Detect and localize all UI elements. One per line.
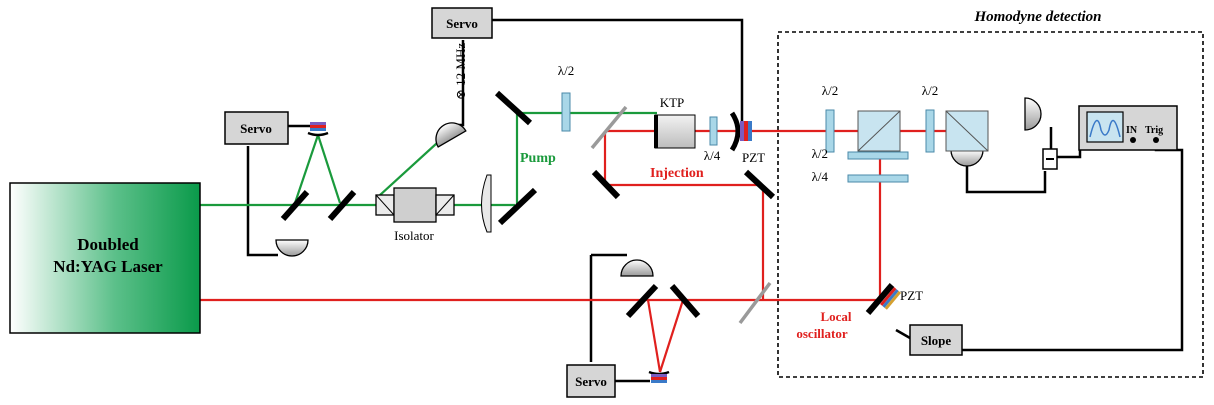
half-wave-label: λ/2 <box>812 146 828 161</box>
local-oscillator-label-2: oscillator <box>796 326 847 341</box>
pbs-cube <box>945 110 989 152</box>
scope-in-label: IN <box>1126 125 1138 136</box>
output-coupler <box>729 111 752 152</box>
servo-label: Servo <box>240 121 272 136</box>
pzt-element-left <box>307 122 329 137</box>
isolator <box>375 187 455 223</box>
servo-box-top: Servo <box>431 7 493 39</box>
half-wave-plate <box>825 109 835 153</box>
homodyne-title: Homodyne detection <box>973 9 1101 25</box>
scope-trig-label: Trig <box>1145 125 1163 136</box>
slope-box: Slope <box>909 324 963 356</box>
modulation-frequency-label: ⊗ 12 MHz <box>453 43 468 100</box>
mirror <box>625 283 659 319</box>
pzt-element-bottom <box>648 370 670 383</box>
half-wave-plate <box>561 92 571 132</box>
mirror <box>669 284 701 318</box>
quarter-wave-plate <box>847 174 909 183</box>
pbs-cube <box>857 110 901 152</box>
oscilloscope <box>1078 105 1178 151</box>
detector <box>950 149 984 167</box>
pzt-label-lo: PZT <box>900 288 923 303</box>
mirror <box>497 187 538 226</box>
half-wave-label: λ/2 <box>922 83 938 98</box>
servo-box-bottom: Servo <box>566 364 616 398</box>
mirror <box>743 169 776 200</box>
detectors <box>275 97 1042 277</box>
detector <box>620 259 654 277</box>
detector <box>1024 97 1042 131</box>
pbs-cubes <box>857 110 989 152</box>
ktp-label: KTP <box>660 95 685 110</box>
half-wave-plate <box>925 109 935 153</box>
beam-splitter <box>590 105 628 150</box>
red-beams <box>200 129 975 373</box>
injection-label: Injection <box>650 166 704 181</box>
waveplates <box>561 92 935 183</box>
slope-label: Slope <box>921 333 952 348</box>
servo-box-left: Servo <box>224 111 289 145</box>
servo-label: Servo <box>446 16 478 31</box>
mirror <box>591 169 621 200</box>
isolator-label: Isolator <box>394 228 434 243</box>
servo-label: Servo <box>575 374 607 389</box>
quarter-wave-label: λ/4 <box>704 148 721 163</box>
mirrors <box>280 90 895 319</box>
green-beams <box>200 111 657 210</box>
mirror <box>327 190 357 221</box>
detector <box>435 122 467 148</box>
quarter-wave-plate <box>709 116 718 146</box>
mirror <box>280 190 310 221</box>
beam-splitters <box>590 105 772 325</box>
beam-splitter <box>738 281 772 325</box>
homodyne-box <box>777 31 1204 378</box>
laser-label-line1: Doubled <box>77 235 139 254</box>
laser-box <box>9 182 201 334</box>
lens <box>481 174 492 233</box>
local-oscillator-label-1: Local <box>820 309 851 324</box>
mirror <box>494 90 533 126</box>
half-wave-plate <box>847 151 909 160</box>
laser-label-line2: Nd:YAG Laser <box>53 257 163 276</box>
detector <box>275 239 309 257</box>
quarter-wave-label: λ/4 <box>812 169 829 184</box>
ktp-crystal <box>654 114 696 149</box>
half-wave-label: λ/2 <box>558 63 574 78</box>
pzt-label-top: PZT <box>742 150 765 165</box>
pump-label: Pump <box>520 151 556 166</box>
subtractor <box>1042 148 1058 170</box>
pzt-element-lo <box>880 287 902 310</box>
mirror <box>865 283 895 315</box>
half-wave-label: λ/2 <box>822 83 838 98</box>
